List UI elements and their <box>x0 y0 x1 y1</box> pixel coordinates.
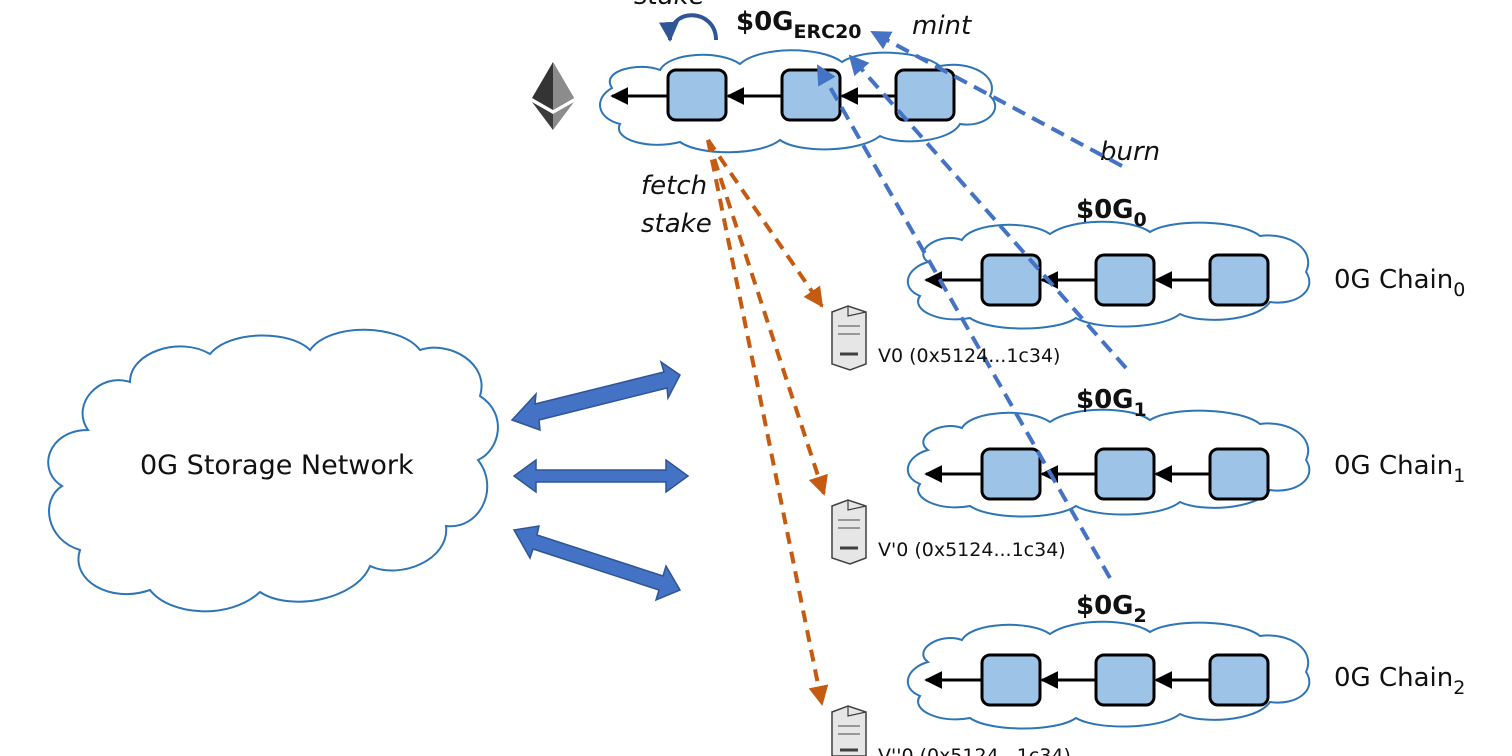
chain-token-label: $0G0 <box>1076 195 1147 231</box>
chain-block <box>1208 653 1270 707</box>
validator-0: V0 (0x5124...1c34) <box>831 305 1060 371</box>
fetch-label: fetch <box>641 171 707 201</box>
chain-name-label: 0G Chain1 <box>1334 451 1465 487</box>
mint-label: mint <box>912 11 972 41</box>
storage-network: 0G Storage Network <box>47 328 499 613</box>
fetch-arrow-v1 <box>706 139 828 496</box>
chain-block <box>1094 653 1156 707</box>
server-icon <box>831 305 867 371</box>
chain-token-label: $0G1 <box>1076 385 1147 421</box>
burn-arrow-chain0 <box>870 30 1123 168</box>
chain-token-label: $0G2 <box>1076 591 1147 627</box>
burn-label: burn <box>1100 137 1160 167</box>
chain-0: $0G0 0G Chain0 <box>906 195 1465 330</box>
eth-block-1 <box>666 68 728 122</box>
storage-link-arrow-lower <box>512 525 682 602</box>
burn-arrow-chain1 <box>848 54 1128 370</box>
chain-block <box>980 447 1042 501</box>
chain-block <box>1094 253 1156 307</box>
chain-2: $0G2 0G Chain2 <box>906 591 1465 730</box>
storage-cloud <box>47 328 499 613</box>
chain-block <box>1208 253 1270 307</box>
burn-arrow-chain2 <box>816 64 1112 579</box>
fetch-arrow-v2 <box>706 139 829 706</box>
erc20-token-label: $0GERC20 <box>736 7 862 43</box>
storage-network-label: 0G Storage Network <box>140 450 414 481</box>
chain-name-label: 0G Chain0 <box>1334 265 1465 301</box>
erc20-subscript: ERC20 <box>794 21 862 43</box>
stake-label: stake <box>641 209 712 239</box>
fetch-arrow-v0 <box>706 138 824 308</box>
stake-top-label: stake <box>634 0 705 11</box>
ethereum-logo-icon <box>532 62 574 130</box>
fetch-stake-arrows <box>706 138 829 706</box>
storage-link-arrow-middle <box>512 458 690 494</box>
chain-block <box>1094 447 1156 501</box>
chain-block <box>980 653 1042 707</box>
chain-1: $0G1 0G Chain1 <box>906 385 1465 518</box>
stake-loop-arrow <box>658 13 718 42</box>
ethereum-chain: stake $0GERC20 mint burn fetch stake <box>532 0 1160 239</box>
validator-label: V0 (0x5124...1c34) <box>878 345 1060 367</box>
storage-link-arrows <box>510 360 690 602</box>
storage-link-arrow-upper <box>510 360 681 432</box>
mint-burn-arrows <box>816 30 1128 579</box>
validator-label: V'0 (0x5124...1c34) <box>878 539 1066 561</box>
server-icon <box>831 705 867 756</box>
chain-block <box>1208 447 1270 501</box>
validator-2: V''0 (0x5124...1c34) <box>831 705 1071 756</box>
validator-label: V''0 (0x5124...1c34) <box>878 745 1071 756</box>
chain-name-label: 0G Chain2 <box>1334 663 1465 699</box>
eth-block-2 <box>780 68 842 122</box>
eth-block-3 <box>894 68 956 122</box>
server-icon <box>831 499 867 565</box>
validator-1: V'0 (0x5124...1c34) <box>831 499 1066 565</box>
